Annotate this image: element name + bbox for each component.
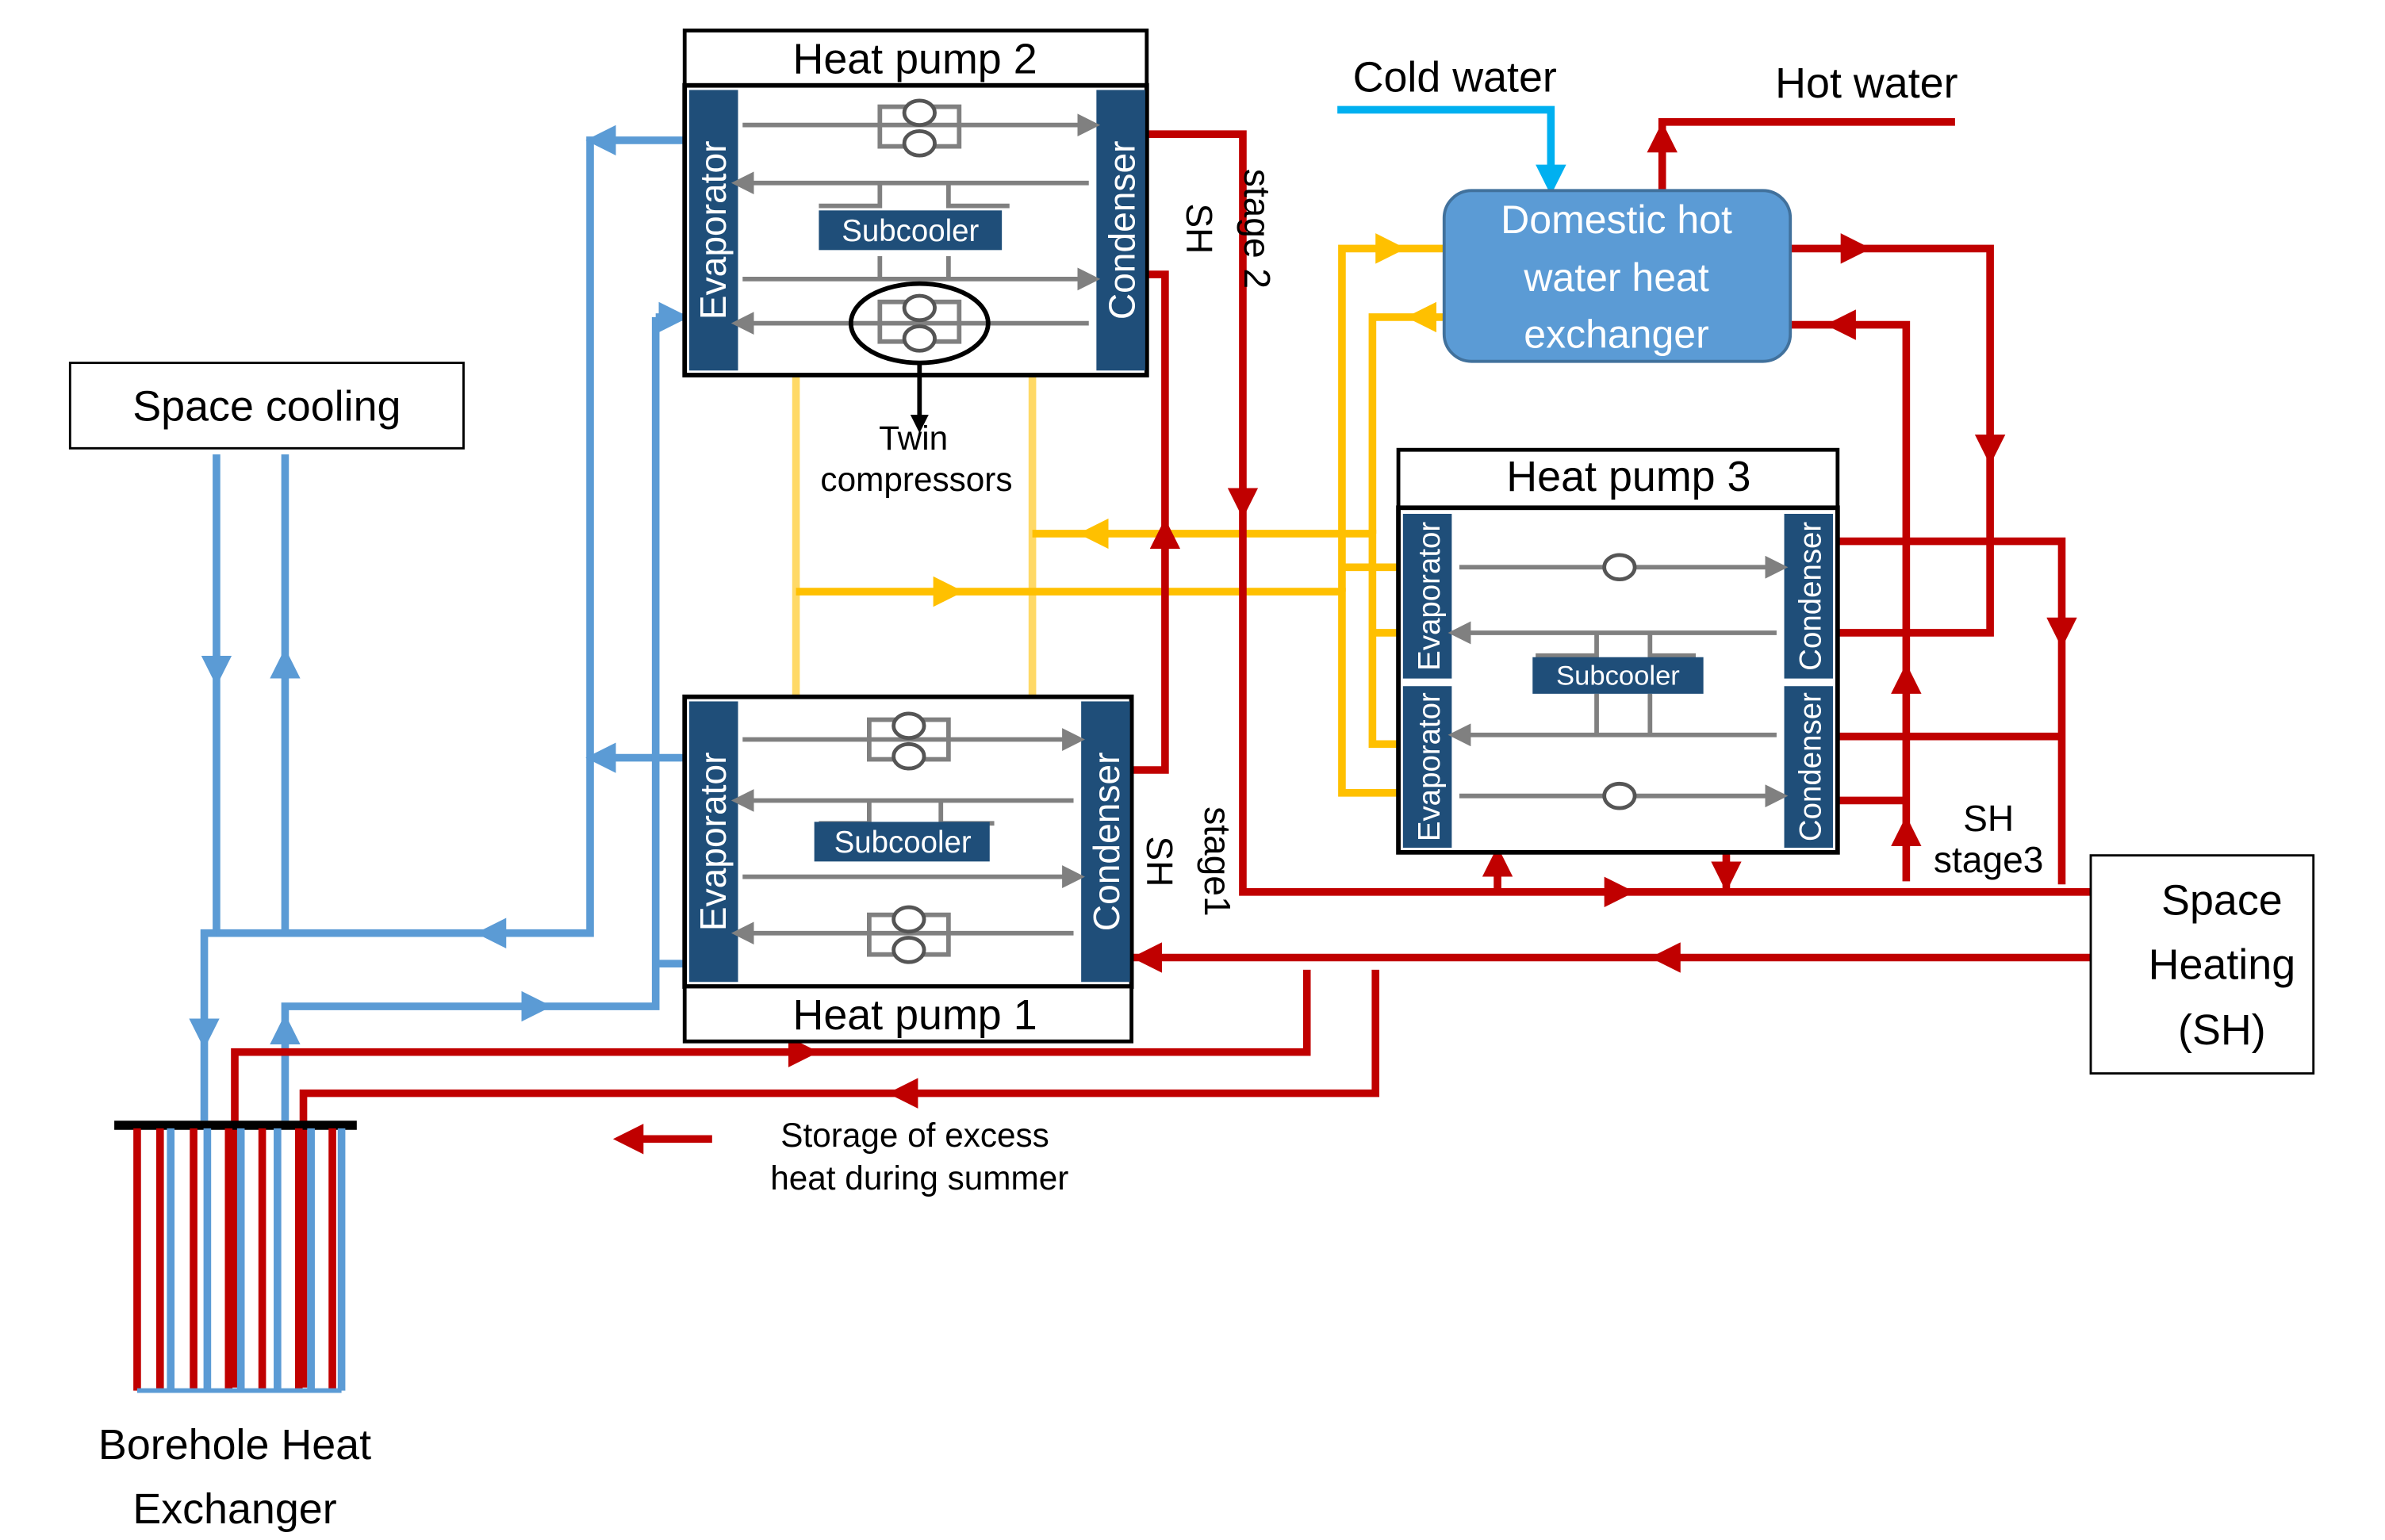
dhw-label-line2: water heat (1523, 255, 1709, 300)
borehole-label-line1: Borehole Heat (98, 1421, 371, 1469)
hp2-subcooler-label: Subcooler (842, 214, 979, 248)
hp3-subcooler-label: Subcooler (1556, 661, 1680, 691)
hp1-condenser-label: Condenser (1086, 753, 1127, 932)
sh-stage1-line2: stage1 (1197, 806, 1238, 916)
space-cooling-box: Space cooling (68, 362, 465, 450)
heat-pump-3-title: Heat pump 3 (1506, 453, 1750, 500)
heat-pump-1: Evaporator Condenser Subcooler Heat pump… (682, 694, 1134, 1044)
twin-compressors-line2: compressors (820, 461, 1012, 498)
sh-stage3-line2: stage3 (1934, 839, 2044, 880)
dhw-label-line1: Domestic hot (1501, 197, 1732, 242)
space-heating-box: Space Heating (SH) (2089, 854, 2315, 1075)
hp1-subcooler-label: Subcooler (834, 826, 972, 860)
heat-pump-3: Heat pump 3 Evaporator Evaporator Conden… (1396, 447, 1840, 855)
dhw-label-line3: exchanger (1524, 312, 1708, 356)
sh-stage2-line2: stage 2 (1237, 169, 1278, 289)
sh-stage2-line1: SH (1179, 203, 1220, 254)
borehole-heat-exchanger (114, 1121, 357, 1393)
space-heating-label-line2: Heating (2149, 940, 2296, 988)
storage-note-line1: Storage of excess (780, 1117, 1049, 1154)
sh-stage1-line1: SH (1139, 836, 1180, 887)
hp3-condenser-bottom-label: Condenser (1794, 692, 1828, 841)
space-cooling-label: Space cooling (132, 383, 401, 431)
ground-loop-pipes (189, 125, 689, 1121)
space-heating-label-line3: (SH) (2178, 1006, 2266, 1054)
storage-note-line2: heat during summer (770, 1159, 1068, 1197)
heat-pump-2-title: Heat pump 2 (792, 35, 1037, 82)
heat-pump-2: Heat pump 2 Evaporator Condenser Subcool… (682, 29, 1149, 434)
twin-compressors-line1: Twin (879, 419, 948, 457)
borehole-label-line2: Exchanger (132, 1485, 336, 1533)
hp2-evaporator-label: Evaporator (692, 141, 734, 320)
cold-water-label: Cold water (1353, 53, 1557, 101)
heat-pump-1-title: Heat pump 1 (792, 991, 1037, 1039)
domestic-hot-water-heat-exchanger: Domestic hot water heat exchanger (1442, 189, 1793, 363)
sh-stage3-line1: SH (1963, 798, 2014, 839)
hp3-evaporator-top-label: Evaporator (1413, 522, 1447, 671)
hot-water-label: Hot water (1775, 59, 1957, 107)
hp1-evaporator-label: Evaporator (692, 753, 734, 932)
hp2-condenser-label: Condenser (1101, 141, 1142, 320)
cold-water-pipe (1337, 105, 1566, 196)
hp3-evaporator-bottom-label: Evaporator (1413, 692, 1447, 841)
heating-pipes (231, 118, 2092, 1388)
hp3-condenser-top-label: Condenser (1794, 522, 1828, 671)
space-heating-label-line1: Space (2161, 877, 2283, 925)
